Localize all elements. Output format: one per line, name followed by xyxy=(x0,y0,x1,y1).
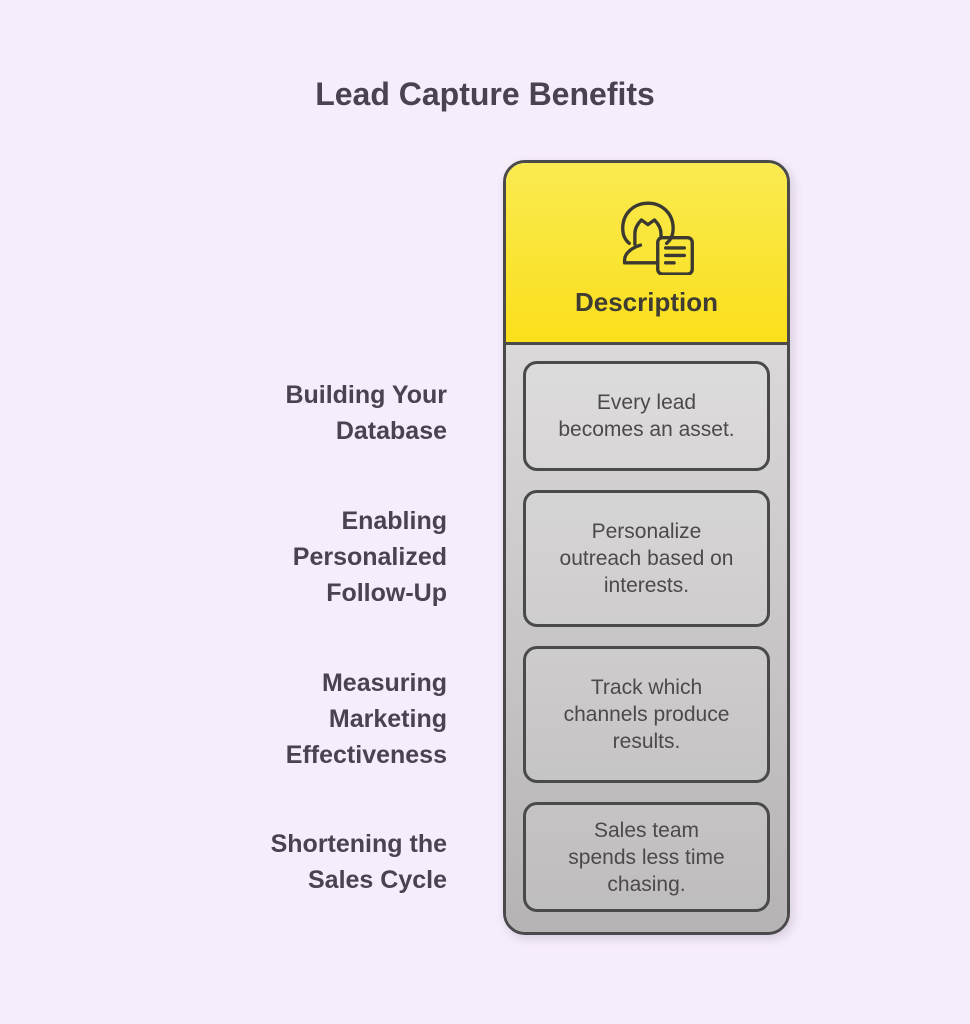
description-text: Track which channels produce results. xyxy=(563,676,730,753)
description-column: Description Every lead becomes an asset.… xyxy=(503,160,790,935)
description-text: Every lead becomes an asset. xyxy=(558,391,735,441)
description-box-marketing-effectiveness: Track which channels produce results. xyxy=(523,646,770,783)
description-text: Personalize outreach based on interests. xyxy=(559,520,734,597)
description-column-title: Description xyxy=(574,287,719,317)
description-text: Sales team spends less time chasing. xyxy=(568,818,725,896)
row-label-personalized-follow-up: Enabling Personalized Follow-Up xyxy=(292,507,447,607)
person-with-document-icon xyxy=(620,201,694,275)
description-box-sales-cycle: Sales team spends less time chasing. xyxy=(523,802,770,912)
description-column-body: Every lead becomes an asset. Personalize… xyxy=(506,345,787,932)
description-column-header: Description xyxy=(506,163,787,345)
row-label-marketing-effectiveness: Measuring Marketing Effectiveness xyxy=(285,669,447,769)
page-title: Lead Capture Benefits xyxy=(315,76,655,112)
description-box-personalized-follow-up: Personalize outreach based on interests. xyxy=(523,490,770,627)
row-label-building-database: Building Your Database xyxy=(285,381,447,445)
row-label-sales-cycle: Shortening the Sales Cycle xyxy=(270,830,447,894)
description-box-building-database: Every lead becomes an asset. xyxy=(523,361,770,471)
